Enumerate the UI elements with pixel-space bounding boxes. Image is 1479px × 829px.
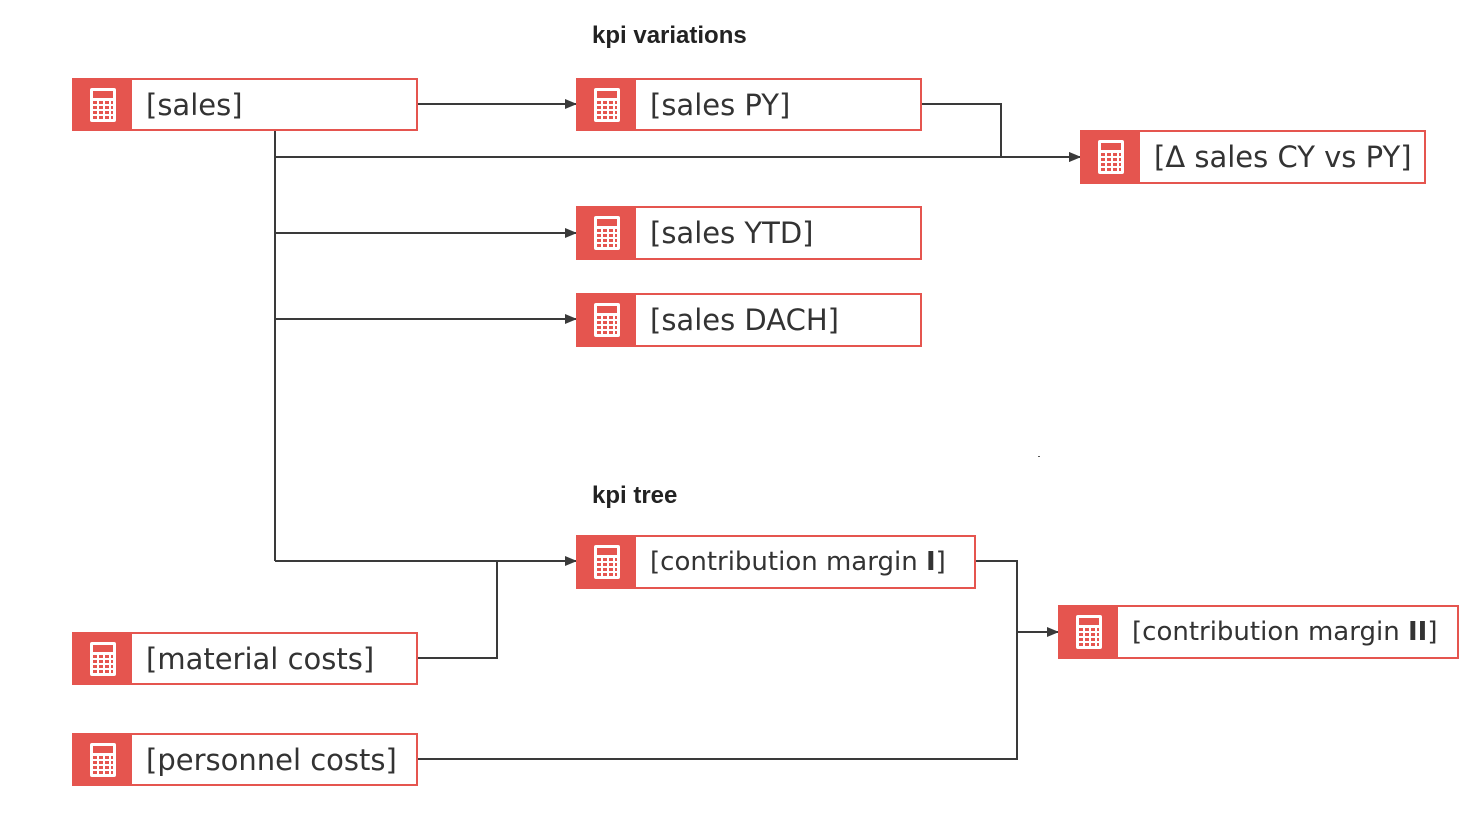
heading-kpi-tree: kpi tree (592, 482, 678, 509)
calculator-icon (74, 735, 132, 784)
label-bracket: ] (1427, 617, 1438, 647)
label-roman-numeral: I (925, 547, 936, 577)
calculator-icon (578, 208, 636, 258)
node-label: [sales PY] (650, 87, 791, 122)
node-label: [contribution margin I] (636, 547, 946, 577)
node-label: [personnel costs] (146, 742, 397, 777)
label-text: [contribution margin (650, 547, 926, 577)
edge-material-to-cm1 (418, 561, 498, 659)
node-label: [material costs] (146, 641, 375, 676)
node-label: [sales YTD] (650, 216, 814, 250)
calculator-icon (578, 295, 636, 345)
node-sales-py[interactable]: [sales PY] (576, 78, 922, 131)
calculator-icon (74, 80, 132, 129)
node-label: [contribution margin II] (1118, 617, 1437, 647)
node-delta-sales[interactable]: [Δ sales CY vs PY] (1080, 130, 1426, 184)
calculator-icon (74, 634, 132, 683)
calculator-icon (578, 537, 636, 587)
edge-sales-py-to-delta (922, 103, 1081, 162)
label-text: [contribution margin (1132, 617, 1408, 647)
node-contribution-margin-2[interactable]: [contribution margin II] (1058, 605, 1459, 659)
calculator-icon (1082, 132, 1140, 182)
node-sales[interactable]: [sales] (72, 78, 418, 131)
edge-personnel-to-cm2 (418, 632, 1018, 760)
calculator-icon (1060, 607, 1118, 657)
label-roman-numeral: II (1407, 617, 1428, 647)
node-sales-ytd[interactable]: [sales YTD] (576, 206, 922, 260)
node-label: [Δ sales CY vs PY] (1154, 140, 1412, 174)
node-personnel-costs[interactable]: [personnel costs] (72, 733, 418, 786)
node-sales-dach[interactable]: [sales DACH] (576, 293, 922, 347)
node-label: [sales] (146, 87, 243, 122)
stray-dot (1038, 456, 1040, 457)
node-label: [sales DACH] (650, 303, 839, 337)
edge-cm1-to-cm2 (976, 560, 1059, 637)
node-material-costs[interactable]: [material costs] (72, 632, 418, 685)
label-bracket: ] (935, 547, 946, 577)
calculator-icon (578, 80, 636, 129)
node-contribution-margin-1[interactable]: [contribution margin I] (576, 535, 976, 589)
heading-kpi-variations: kpi variations (592, 22, 747, 49)
